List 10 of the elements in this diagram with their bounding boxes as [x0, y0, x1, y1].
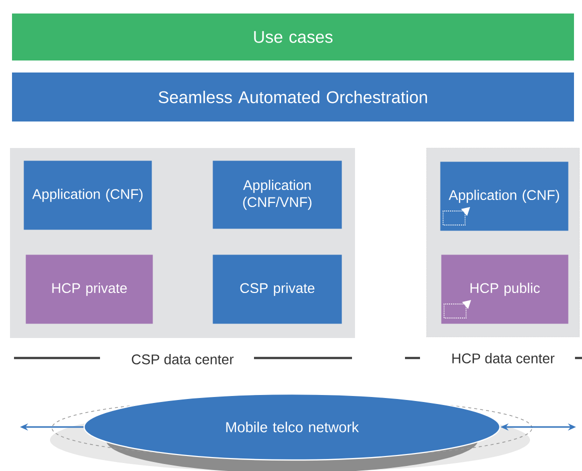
- component-box: CSP private: [212, 254, 342, 324]
- component-box: HCP private: [26, 254, 153, 324]
- component-box: HCP public: [441, 254, 568, 324]
- title-band: Seamless Automated Orchestration: [12, 72, 574, 122]
- title-band: Use cases: [12, 14, 574, 60]
- component-box: Application (CNF): [24, 160, 152, 230]
- panel-caption: CSP data center: [132, 354, 234, 364]
- component-box: Application (CNF): [440, 162, 568, 231]
- panel-caption: HCP data center: [452, 353, 554, 364]
- component-box: Application (CNF/VNF): [212, 160, 342, 229]
